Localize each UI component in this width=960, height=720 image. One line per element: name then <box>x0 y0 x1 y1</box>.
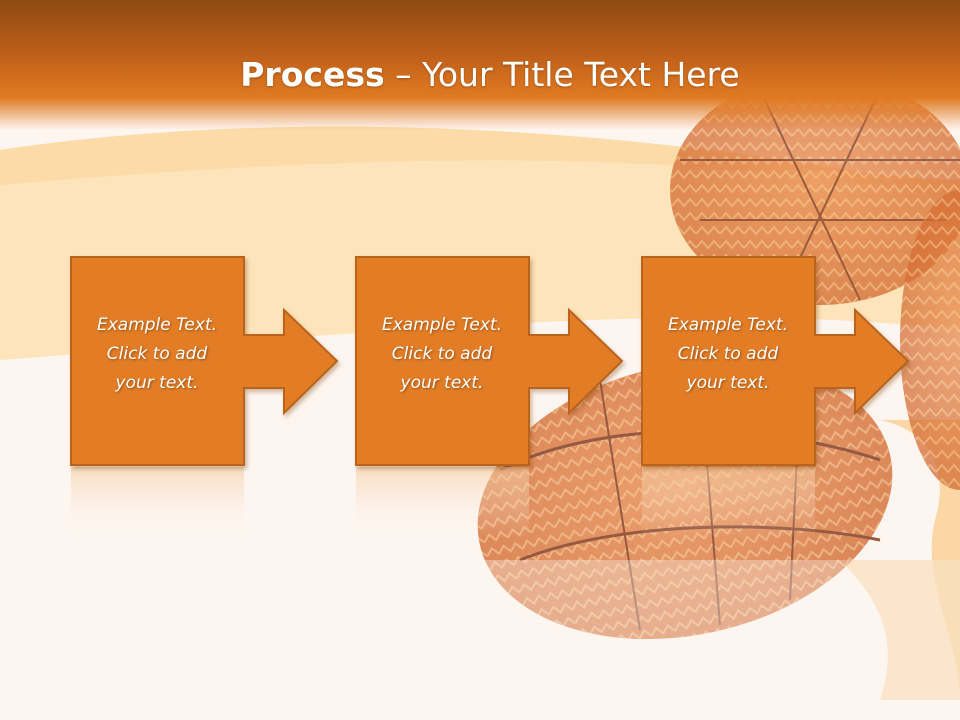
process-step-3 <box>641 256 910 466</box>
title-rest: – Your Title Text Here <box>384 55 740 94</box>
easter-egg-right <box>900 190 960 490</box>
step-1-text[interactable]: Example Text. Click to add your text. <box>71 311 243 398</box>
step-2-line-2: Click to add <box>391 344 493 364</box>
step-3-line-3: your text. <box>686 373 770 393</box>
header-band <box>0 0 960 130</box>
reflections <box>71 467 815 538</box>
easter-egg-top-right <box>670 75 960 305</box>
slide-title[interactable]: Process – Your Title Text Here <box>0 52 960 98</box>
step-3-line-1: Example Text. <box>667 315 789 335</box>
process-step-1 <box>70 256 339 466</box>
step-3-line-2: Click to add <box>677 344 779 364</box>
step-2-line-3: your text. <box>400 373 484 393</box>
step-1-line-2: Click to add <box>106 344 208 364</box>
process-step-2 <box>355 256 624 466</box>
step-3-text[interactable]: Example Text. Click to add your text. <box>642 311 814 398</box>
step-2-text[interactable]: Example Text. Click to add your text. <box>356 311 528 398</box>
title-bold: Process <box>240 55 385 94</box>
step-1-line-3: your text. <box>115 373 199 393</box>
step-2-line-1: Example Text. <box>381 315 503 335</box>
step-1-line-1: Example Text. <box>96 315 218 335</box>
